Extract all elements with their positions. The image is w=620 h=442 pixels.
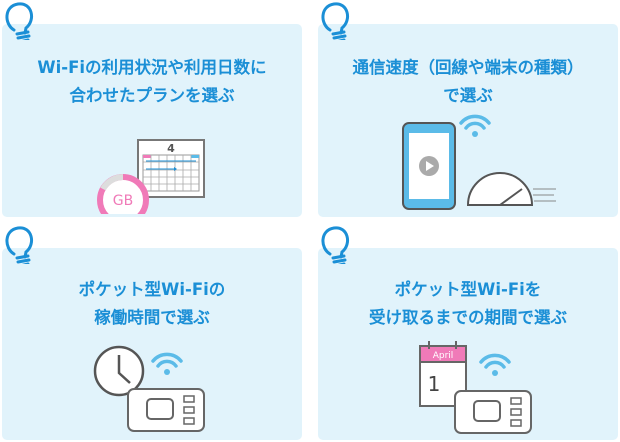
pocket-wifi-router-icon (127, 388, 205, 432)
card-title: ポケット型Wi-Fiの 稼働時間で選ぶ (2, 276, 302, 332)
card-delivery-period: ポケット型Wi-Fiを 受け取るまでの期間で選ぶ April 1 (318, 248, 618, 440)
operating-time-illustration (93, 345, 205, 432)
title-line-2: で選ぶ (443, 86, 493, 105)
lightbulb-icon (5, 226, 34, 264)
card-operating-time: ポケット型Wi-Fiの 稼働時間で選ぶ (2, 248, 302, 440)
speed-illustration (402, 114, 556, 210)
card-title: Wi-Fiの利用状況や利用日数に 合わせたプランを選ぶ (2, 54, 302, 110)
title-line-2: 稼働時間で選ぶ (94, 308, 210, 327)
lightbulb-icon (321, 2, 350, 40)
title-line-1: Wi-Fiの利用状況や利用日数に (37, 58, 267, 77)
lightbulb-icon (5, 2, 34, 40)
calendar-icon: 4 (137, 139, 205, 198)
clock-icon (93, 345, 145, 397)
pocket-wifi-router-icon (454, 390, 532, 434)
title-line-2: 合わせたプランを選ぶ (69, 86, 235, 105)
delivery-illustration: April 1 (419, 341, 532, 434)
smartphone-icon (402, 122, 456, 210)
wifi-icon (459, 114, 491, 139)
lightbulb-icon (321, 226, 350, 264)
speedometer-icon (466, 172, 556, 206)
title-line-1: ポケット型Wi-Fiを (394, 280, 542, 299)
title-line-2: 受け取るまでの期間で選ぶ (369, 308, 567, 327)
svg-text:4: 4 (167, 142, 175, 155)
svg-text:GB: GB (113, 193, 133, 209)
svg-text:April: April (433, 351, 454, 361)
data-gauge-icon: GB (97, 174, 149, 214)
card-title: 通信速度（回線や端末の種類） で選ぶ (318, 54, 618, 110)
wifi-icon (479, 353, 511, 378)
svg-text:1: 1 (428, 372, 441, 396)
card-plan-usage: Wi-Fiの利用状況や利用日数に 合わせたプランを選ぶ 4 GB (2, 24, 302, 217)
calendar-usage-illustration: 4 GB (97, 139, 205, 214)
card-speed: 通信速度（回線や端末の種類） で選ぶ (318, 24, 618, 217)
wifi-icon (151, 352, 183, 377)
card-title: ポケット型Wi-Fiを 受け取るまでの期間で選ぶ (318, 276, 618, 332)
title-line-1: 通信速度（回線や端末の種類） (352, 58, 584, 77)
title-line-1: ポケット型Wi-Fiの (78, 280, 226, 299)
